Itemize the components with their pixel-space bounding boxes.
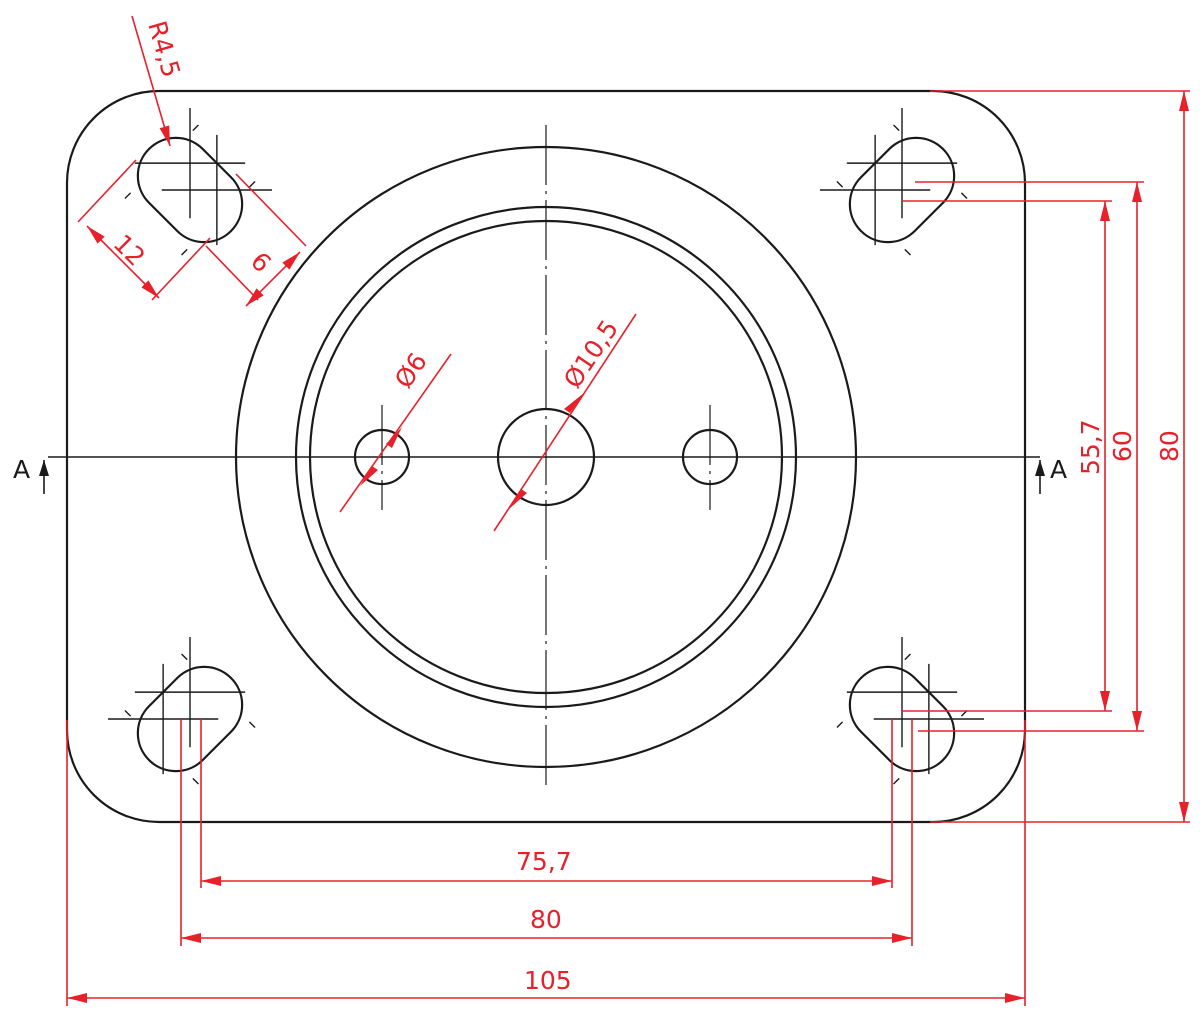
dim-label-80-horizontal: 80 [530,905,562,934]
slot-width-label: 9 [246,246,278,278]
dim-label-60: 60 [1108,430,1137,462]
section-label-right: A [1050,455,1067,484]
dim-label-55-7: 55,7 [1076,419,1105,475]
center-hole-leader [493,313,637,532]
slot-top-right [819,107,968,256]
dim-label-105: 105 [524,966,572,995]
slot-bottom-right [836,636,985,785]
small-hole-arrow-top [386,427,402,448]
slot-length-label: 12 [108,229,151,272]
slot-length-dim-line [86,225,160,299]
section-label-left: A [13,455,30,484]
center-hole-arrow-bottom [509,489,527,509]
dim-label-80-vertical: 80 [1155,430,1184,462]
slot-length-extension-a [77,159,137,223]
dim-label-75-7: 75,7 [516,847,572,876]
small-hole-arrow-bottom [360,466,378,486]
slot-top-left [124,107,273,256]
slot-length-extension-b [151,237,211,301]
slot-bottom-left [107,636,256,785]
slot-width-extension-a [235,173,307,247]
slot-width-extension-b [205,245,259,301]
slot-width-dim-line [245,251,301,307]
radius-leader [131,15,171,147]
small-hole-label: Ø6 [389,348,433,394]
center-hole-arrow-top [564,393,584,413]
small-hole-leader [339,353,452,513]
